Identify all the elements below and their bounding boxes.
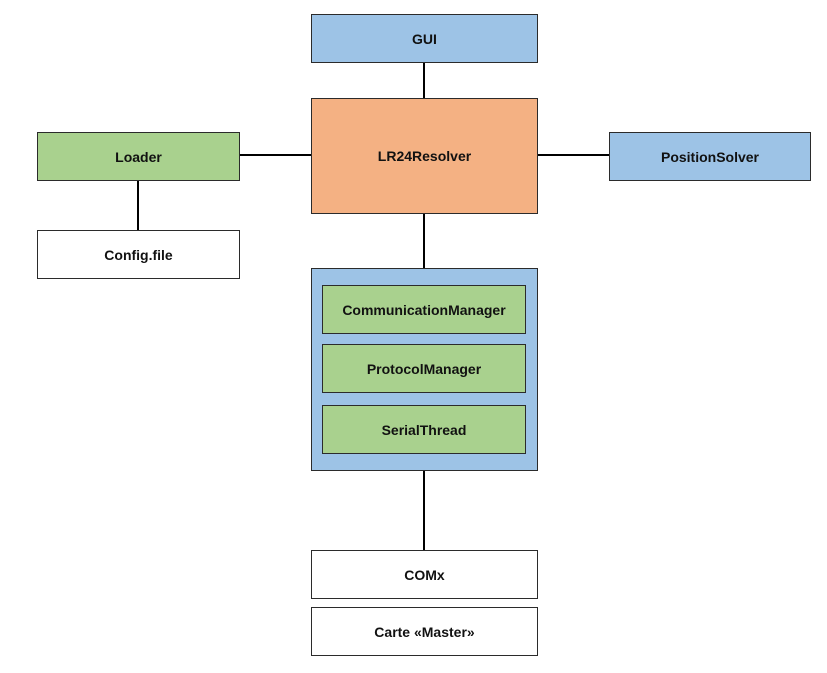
connector-resolver-group <box>423 213 425 269</box>
comx-node: COMx <box>311 550 538 599</box>
connector-loader-config <box>137 180 139 231</box>
comx-label: COMx <box>404 566 445 583</box>
protocol-manager-node: ProtocolManager <box>322 344 526 393</box>
protocol-manager-label: ProtocolManager <box>366 360 482 377</box>
carte-master-label: Carte «Master» <box>374 623 475 640</box>
connector-loader-resolver <box>239 154 312 156</box>
serial-thread-label: SerialThread <box>381 421 467 438</box>
position-solver-label: PositionSolver <box>660 148 760 165</box>
gui-node: GUI <box>311 14 538 63</box>
connector-resolver-positionsolver <box>537 154 610 156</box>
communication-manager-node: CommunicationManager <box>322 285 526 334</box>
config-file-label: Config.file <box>104 246 173 263</box>
loader-label: Loader <box>115 148 162 165</box>
communication-manager-label: CommunicationManager <box>342 301 506 318</box>
carte-master-node: Carte «Master» <box>311 607 538 656</box>
config-file-node: Config.file <box>37 230 240 279</box>
serial-thread-node: SerialThread <box>322 405 526 454</box>
connector-group-comx <box>423 470 425 551</box>
loader-node: Loader <box>37 132 240 181</box>
gui-label: GUI <box>412 30 437 47</box>
position-solver-node: PositionSolver <box>609 132 811 181</box>
lr24resolver-node: LR24Resolver <box>311 98 538 214</box>
lr24resolver-label: LR24Resolver <box>377 148 472 164</box>
connector-gui-resolver <box>423 62 425 99</box>
